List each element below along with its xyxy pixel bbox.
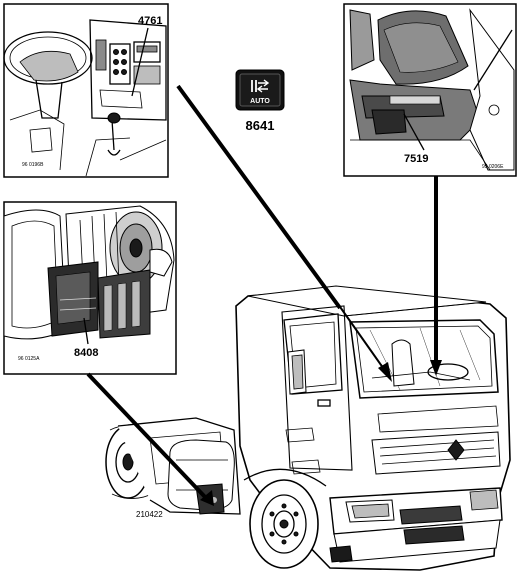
- inset-dashboard: 4761 96 0196B: [3, 3, 169, 178]
- switch-ref-label: 8641: [246, 118, 275, 133]
- unit-ref-label: 8408: [74, 347, 98, 359]
- figure-code-label: 210422: [136, 510, 163, 519]
- auto-switch: AUTO 8641: [235, 69, 285, 133]
- inset-control-unit: 8408 96 0125A: [3, 201, 177, 375]
- inset-cab-interior: 7519 95 0206E: [343, 3, 517, 177]
- dashboard-ref-label: 4761: [138, 15, 162, 27]
- unit-code-label: 96 0125A: [18, 356, 40, 362]
- cab-code-label: 95 0206E: [482, 164, 504, 170]
- dashboard-code-label: 96 0196B: [22, 162, 44, 168]
- leader-lines: [86, 84, 442, 506]
- auto-switch-text: AUTO: [250, 98, 270, 105]
- truck: [105, 285, 511, 571]
- cab-ref-label: 7519: [404, 153, 428, 165]
